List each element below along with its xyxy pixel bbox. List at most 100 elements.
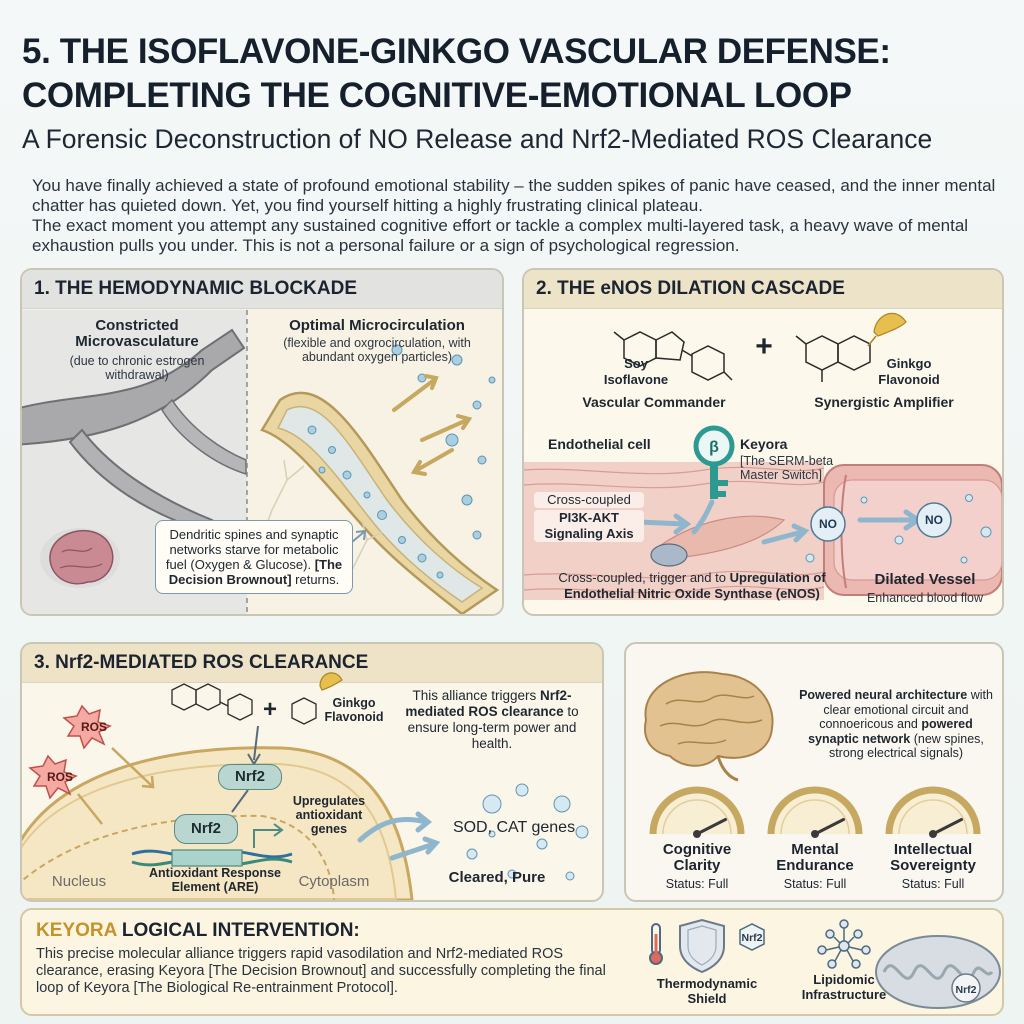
ros-clearance-illustration bbox=[22, 672, 589, 900]
endothelial-cell-label: Endothelial cell bbox=[548, 436, 651, 452]
intervention-title: KEYORA LOGICAL INTERVENTION: bbox=[36, 920, 360, 942]
neural-desc-text-1: with clear emotional circuit and connoer… bbox=[819, 688, 993, 731]
are-label: Antioxidant Response Element (ARE) bbox=[149, 866, 281, 894]
lipid-network-icon bbox=[817, 919, 871, 969]
axis-label-line-2: PI3K-AKT Signaling Axis bbox=[534, 510, 644, 542]
page-title: 5. THE ISOFLAVONE-GINKGO VASCULAR DEFENS… bbox=[22, 30, 1012, 118]
gauge-needle bbox=[931, 818, 963, 836]
gauge-dial bbox=[649, 786, 745, 838]
upregulates-label: Upregulates antioxidant genes bbox=[292, 794, 366, 836]
alliance-post: to ensure long-term power and health. bbox=[407, 704, 579, 751]
constricted-title: Constricted Microvasculature bbox=[75, 317, 199, 350]
ros-burst-icon-2 bbox=[28, 754, 78, 800]
gauge-status: Status: Full bbox=[901, 877, 965, 891]
cleared-bubbles bbox=[466, 783, 589, 881]
thermometer-icon bbox=[649, 923, 663, 965]
powered-brain-icon bbox=[644, 671, 774, 782]
sod-cat-label: SOD, CAT genes bbox=[452, 819, 576, 836]
clearance-arrows bbox=[357, 811, 441, 861]
cytoplasm-label: Cytoplasm bbox=[298, 873, 370, 890]
isoflavone-structure-small bbox=[171, 683, 253, 721]
gauge-needle bbox=[813, 818, 845, 836]
no-label-right: NO bbox=[925, 513, 943, 527]
brand-keyora: KEYORA bbox=[36, 920, 117, 941]
neural-description: Powered neural architecture with clear e… bbox=[796, 688, 996, 761]
cleared-pure-label: Cleared, Pure bbox=[448, 869, 546, 886]
ros-clearance-panel: 3. Nrf2-MEDIATED ROS CLEARANCE bbox=[20, 642, 604, 902]
panel-1-heading: 1. THE HEMODYNAMIC BLOCKADE bbox=[22, 270, 502, 309]
intro-paragraph-2: The exact moment you attempt any sustain… bbox=[32, 216, 969, 255]
ginkgo-flavonoid-label-small: Ginkgo Flavonoid bbox=[324, 696, 384, 724]
title-line-1: 5. THE ISOFLAVONE-GINKGO VASCULAR DEFENS… bbox=[22, 32, 891, 71]
panel-3-heading: 3. Nrf2-MEDIATED ROS CLEARANCE bbox=[22, 644, 602, 683]
constricted-note: (due to chronic estrogen withdrawal) bbox=[69, 354, 205, 382]
ginkgo-flavonoid-label: Ginkgo Flavonoid bbox=[878, 356, 940, 387]
ginkgo-structure-small bbox=[291, 697, 317, 725]
soy-isoflavone-structure bbox=[613, 331, 733, 381]
nrf2-top-badge: Nrf2 bbox=[218, 764, 282, 790]
signaling-cell bbox=[650, 543, 688, 567]
mitochondria-icon bbox=[875, 935, 1001, 1009]
lipidomic-infrastructure-label: Lipidomic Infrastructure bbox=[801, 972, 887, 1002]
gauge-dial bbox=[885, 786, 981, 838]
intervention-icons bbox=[649, 918, 1001, 1009]
shield-nrf2-label: Nrf2 bbox=[741, 932, 763, 944]
keyora-label: Keyora bbox=[740, 436, 788, 452]
optimal-title: Optimal Microcirculation bbox=[289, 317, 465, 334]
neural-desc-text-2: (new spines, strong electrical signals) bbox=[828, 731, 984, 761]
panel-2-heading: 2. THE eNOS DILATION CASCADE bbox=[524, 270, 1002, 309]
no-label-left: NO bbox=[819, 517, 837, 531]
enos-caption-bold-1: Upregulation of bbox=[729, 570, 826, 585]
beta-symbol: β bbox=[709, 439, 719, 456]
vascular-commander-label: Vascular Commander bbox=[582, 394, 726, 410]
ros-burst-icon-1 bbox=[62, 704, 112, 750]
optimal-note: (flexible and oxgrocirculation, with abu… bbox=[283, 336, 471, 364]
enos-illustration bbox=[524, 312, 1002, 600]
keyora-key-icon bbox=[693, 425, 735, 499]
no-molecule-left bbox=[810, 506, 846, 542]
ros-arrows bbox=[77, 747, 155, 825]
alliance-bold: Nrf2-mediated ROS clearance bbox=[405, 688, 572, 719]
plus-sign-small: + bbox=[262, 696, 277, 723]
mito-nrf2-label: Nrf2 bbox=[955, 984, 977, 996]
gauge-label-cognitive-clarity: Cognitive Clarity Status: Full bbox=[642, 842, 752, 892]
gauge-status: Status: Full bbox=[783, 877, 847, 891]
intro-text: You have finally achieved a state of pro… bbox=[32, 176, 1002, 256]
ginkgo-leaf-icon-small bbox=[319, 672, 343, 691]
gauge-status: Status: Full bbox=[665, 877, 729, 891]
enos-dilation-panel: 2. THE eNOS DILATION CASCADE bbox=[522, 268, 1004, 616]
enos-caption: Cross-coupled, trigger and to Upregulati… bbox=[532, 570, 852, 602]
enos-caption-plain: Cross-coupled, trigger and to bbox=[558, 570, 726, 585]
nucleus-label: Nucleus bbox=[51, 873, 107, 890]
logical-intervention-bar: KEYORA LOGICAL INTERVENTION: This precis… bbox=[20, 908, 1004, 1016]
intervention-text: This precise molecular alliance triggers… bbox=[36, 946, 606, 996]
oxygen-particles bbox=[307, 344, 496, 579]
callout-bold: [The Decision Brownout] bbox=[168, 557, 343, 587]
gauge-label-mental-endurance: Mental Endurance Status: Full bbox=[760, 842, 870, 892]
keyora-note: [The SERM-beta Master Switch] bbox=[740, 454, 834, 482]
gauge-dial bbox=[767, 786, 863, 838]
dilated-vessel-label: Dilated Vessel bbox=[874, 571, 976, 588]
no-molecule-right bbox=[916, 502, 952, 538]
ros-label-1: ROS bbox=[80, 720, 107, 734]
enos-caption-bold-2: Endothelial Nitric Oxide Synthase (eNOS) bbox=[564, 586, 820, 601]
plus-sign: + bbox=[755, 330, 773, 363]
dna-strand bbox=[131, 849, 293, 867]
neural-outcome-illustration bbox=[644, 671, 981, 838]
dilated-vessel-note: Enhanced blood flow bbox=[866, 591, 984, 605]
title-line-2: COMPLETING THE COGNITIVE-EMOTIONAL LOOP bbox=[22, 76, 852, 115]
ros-label-2: ROS bbox=[46, 770, 73, 784]
neural-outcome-panel: Powered neural architecture with clear e… bbox=[624, 642, 1004, 902]
page-subtitle: A Forensic Deconstruction of NO Release … bbox=[22, 124, 933, 154]
shield-icon bbox=[679, 918, 725, 974]
hemodynamic-blockade-panel: 1. THE HEMODYNAMIC BLOCKADE bbox=[20, 268, 504, 616]
ginkgo-leaf-icon bbox=[867, 312, 907, 347]
flow-arrows bbox=[392, 374, 473, 476]
nrf2-hexagon-icon bbox=[739, 923, 765, 951]
gauge-group bbox=[649, 786, 981, 838]
thermodynamic-shield-label: Thermodynamic Shield bbox=[656, 976, 758, 1006]
endothelial-layer bbox=[524, 466, 825, 594]
nrf2-bottom-badge: Nrf2 bbox=[174, 814, 238, 844]
axis-label-line-1: Cross-coupled bbox=[534, 492, 644, 508]
intervention-title-rest: LOGICAL INTERVENTION: bbox=[121, 920, 360, 941]
